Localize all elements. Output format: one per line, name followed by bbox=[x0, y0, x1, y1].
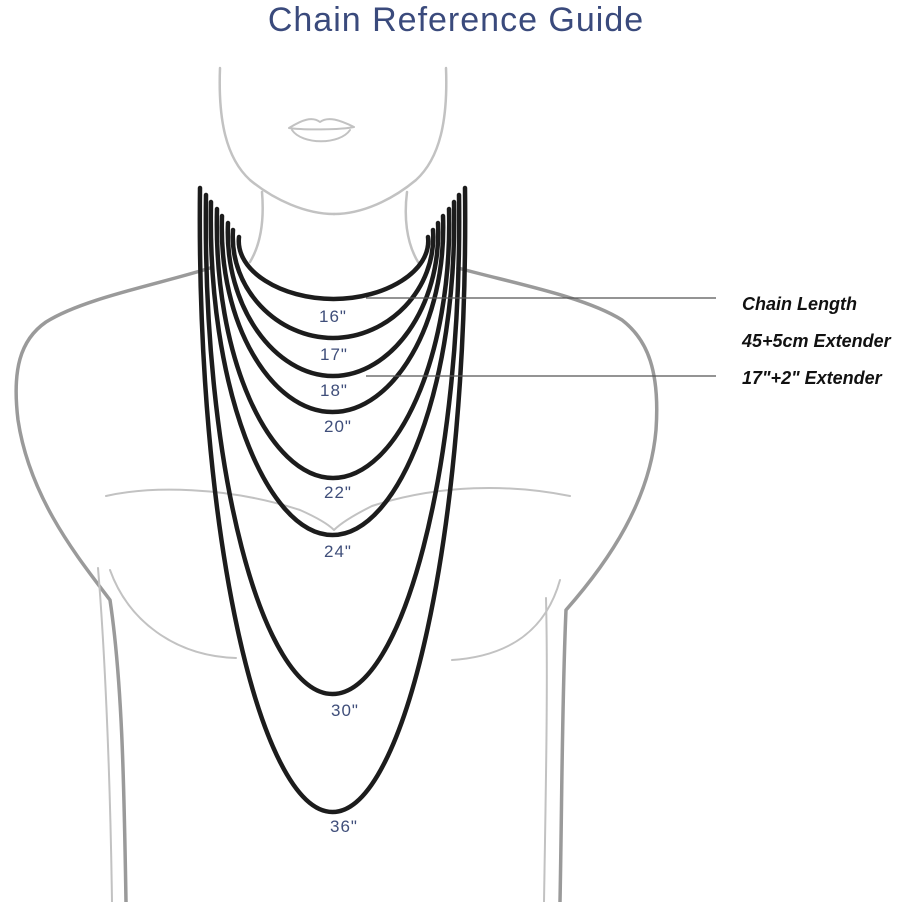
chain-24 bbox=[208, 199, 457, 538]
length-label-17: 17" bbox=[320, 345, 348, 364]
length-label-20: 20" bbox=[324, 417, 352, 436]
bust-left-curve bbox=[109, 569, 237, 659]
neck-right-line bbox=[404, 190, 420, 264]
jaw-right-line bbox=[332, 66, 448, 216]
neck-left-line bbox=[248, 190, 264, 264]
length-label-22: 22" bbox=[324, 483, 352, 502]
length-label-16: 16" bbox=[319, 307, 347, 326]
chain-16 bbox=[236, 234, 431, 302]
chain-18 bbox=[225, 220, 441, 379]
chain-20 bbox=[219, 213, 446, 415]
right-arm-inner-line bbox=[543, 597, 548, 902]
metric-extender-text: 45+5cm Extender bbox=[741, 331, 892, 351]
guide-title: Chain Reference Guide bbox=[268, 1, 644, 39]
chain-set bbox=[197, 185, 468, 815]
left-arm-inner-line bbox=[97, 567, 113, 902]
imperial-extender-text: 17"+2" Extender bbox=[742, 368, 883, 388]
chain-36 bbox=[197, 185, 468, 815]
length-label-30: 30" bbox=[331, 701, 359, 720]
chain-22 bbox=[214, 206, 452, 481]
bust-line bbox=[105, 487, 571, 531]
jaw-left-line bbox=[218, 66, 336, 216]
length-label-18: 18" bbox=[320, 381, 348, 400]
chain-length-heading: Chain Length bbox=[742, 294, 857, 314]
length-label-36: 36" bbox=[330, 817, 358, 836]
left-shoulder-line bbox=[14, 266, 212, 902]
bust-right-curve bbox=[451, 579, 561, 661]
length-label-24: 24" bbox=[324, 542, 352, 561]
chain-17 bbox=[230, 227, 436, 341]
upper-lip bbox=[288, 118, 355, 131]
right-shoulder-line bbox=[456, 266, 659, 902]
chain-30 bbox=[203, 192, 462, 697]
mannequin-outline bbox=[14, 66, 659, 902]
length-labels: 16" 17" 18" 20" 22" 24" 30" 36" bbox=[319, 307, 359, 836]
lower-lip bbox=[291, 129, 351, 143]
